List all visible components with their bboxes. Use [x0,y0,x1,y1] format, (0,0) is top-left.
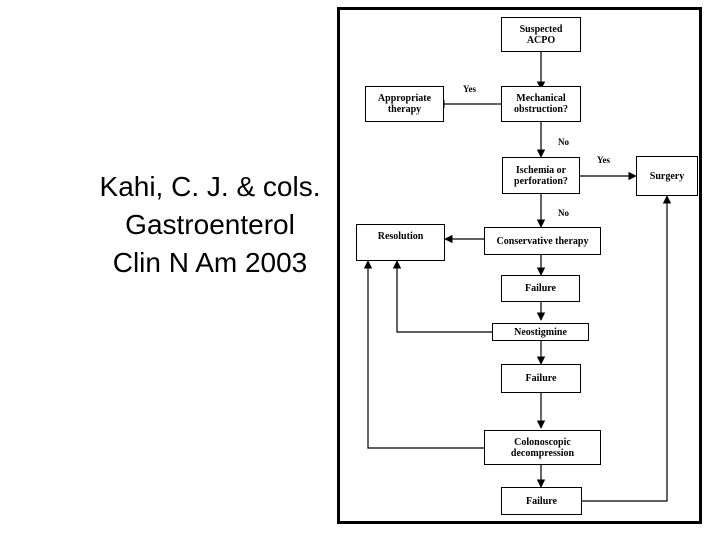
node-conservative-therapy: Conservative therapy [484,227,601,255]
node-ischemia-perforation: Ischemia or perforation? [502,157,580,194]
edge-label-no-ischemia: No [558,208,569,218]
citation-journal: Gastroenterol [125,209,295,240]
arrow-failure3-to-surgery [582,195,672,502]
edge-label-yes-ischemia: Yes [597,155,610,165]
arrow-neostigmine-to-resolution [392,260,492,333]
edge-label-no-mechanical: No [558,137,569,147]
node-appropriate-therapy: Appropriate therapy [365,86,444,122]
citation-author: Kahi, C. J. & cols. [99,171,321,202]
node-surgery: Surgery [636,156,698,196]
node-neostigmine: Neostigmine [492,323,589,341]
node-resolution: Resolution [356,224,445,261]
node-failure-3: Failure [501,487,582,515]
node-failure-2: Failure [501,364,581,393]
node-colonoscopic-decompression: Colonoscopic decompression [484,430,601,465]
citation-year: Clin N Am 2003 [112,247,308,278]
edge-label-yes-mechanical: Yes [463,84,476,94]
node-failure-1: Failure [501,275,580,302]
node-suspected-acpo: Suspected ACPO [501,17,581,52]
node-mechanical-obstruction: Mechanical obstruction? [501,86,581,122]
citation: Kahi, C. J. & cols. Gastroenterol Clin N… [60,168,360,282]
arrow-colonoscopic-to-resolution [363,260,484,449]
